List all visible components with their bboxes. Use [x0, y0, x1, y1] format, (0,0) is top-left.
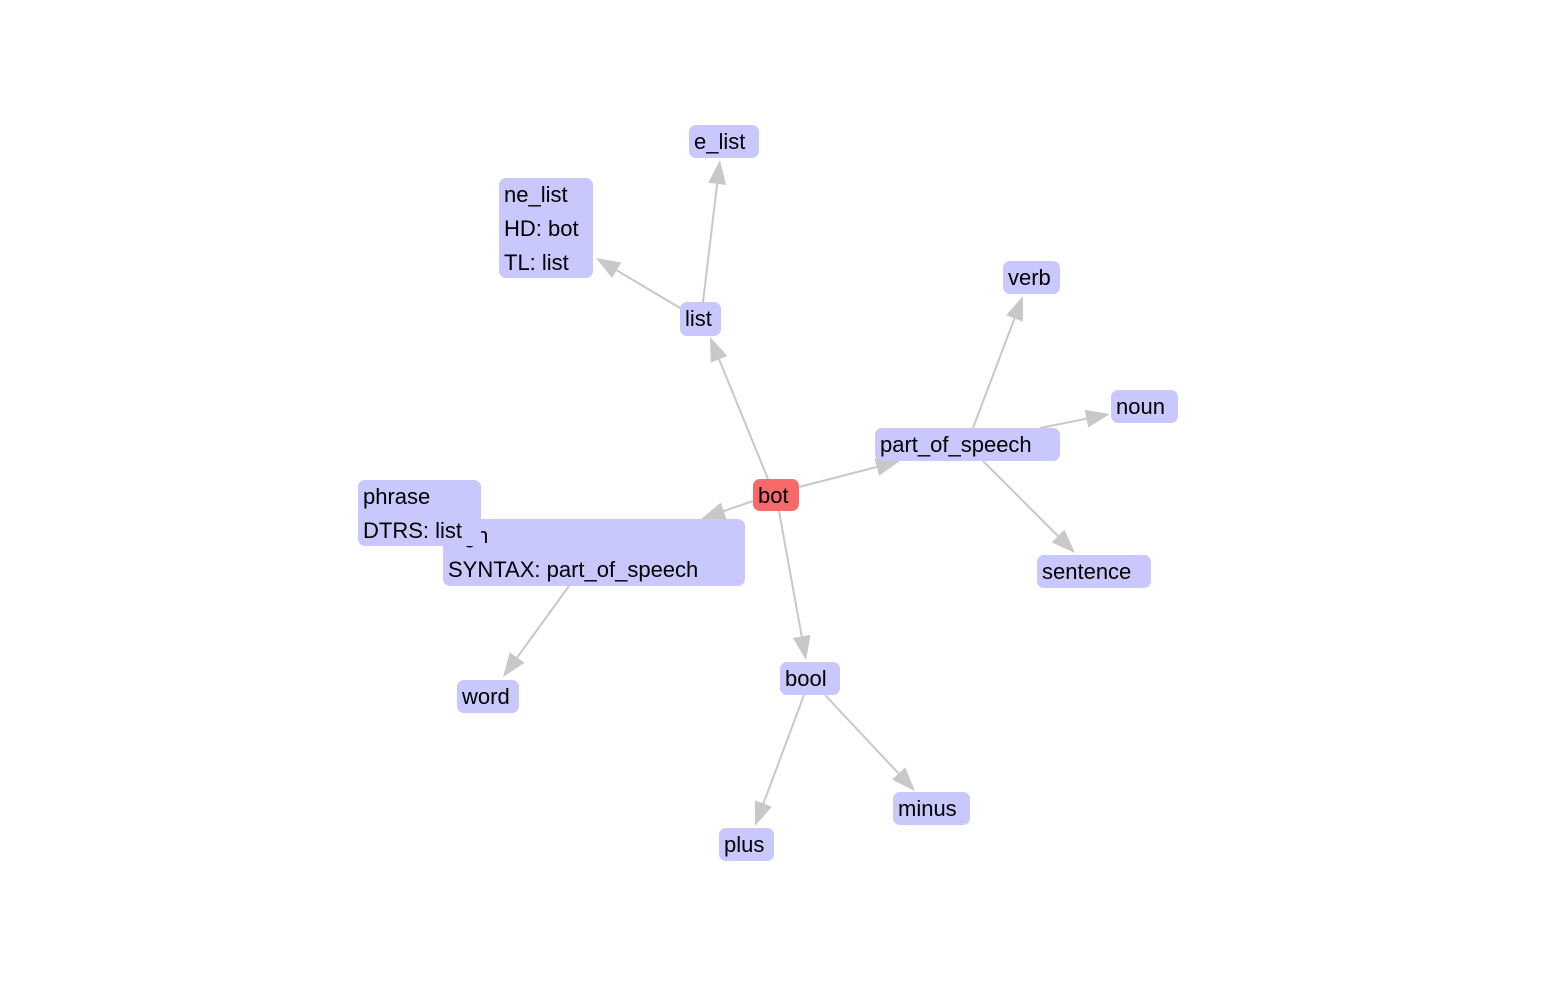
node-feature-label: HD: bot: [504, 216, 579, 241]
node-word[interactable]: word: [457, 680, 519, 713]
node-minus[interactable]: minus: [893, 792, 970, 825]
arrowhead-part_of_speech-to-sentence: [1051, 529, 1075, 553]
node-feature-label: DTRS: list: [363, 518, 462, 543]
node-type-label: sign: [448, 519, 740, 553]
node-type-label: ne_list: [504, 182, 568, 207]
arrowhead-part_of_speech-to-noun: [1084, 409, 1110, 428]
node-bool[interactable]: bool: [780, 662, 840, 695]
arrowhead-list-to-ne_list: [596, 258, 622, 279]
node-verb[interactable]: verb: [1003, 261, 1060, 294]
node-type-label: list: [685, 306, 712, 331]
arrowhead-list-to-e_list: [708, 160, 727, 185]
arrowhead-bot-to-part_of_speech: [874, 458, 900, 476]
node-list[interactable]: list: [680, 302, 721, 336]
node-plus[interactable]: plus: [719, 828, 774, 861]
node-type-label: minus: [898, 796, 957, 821]
node-part-of-speech[interactable]: part_of_speech: [875, 428, 1060, 461]
node-type-label: bool: [785, 666, 827, 691]
arrowhead-bool-to-minus: [892, 767, 915, 791]
edge-part_of_speech-to-noun: [1039, 417, 1087, 429]
node-type-label: plus: [724, 832, 765, 857]
node-type-label: word: [462, 684, 510, 709]
node-type-label: sentence: [1042, 559, 1132, 584]
arrowhead-bool-to-plus: [754, 800, 772, 826]
node-feature-label: SYNTAX: part_of_speech: [448, 557, 699, 582]
node-bot[interactable]: bot: [753, 479, 799, 511]
node-type-label: noun: [1116, 394, 1165, 419]
edge-bool-to-plus: [762, 694, 805, 804]
node-sentence[interactable]: sentence: [1037, 555, 1151, 588]
edge-bool-to-minus: [824, 694, 900, 775]
edge-bot-to-list: [718, 358, 769, 480]
edge-list-to-e_list: [702, 183, 719, 303]
node-sign[interactable]: signSYNTAX: part_of_speech: [443, 519, 745, 586]
edge-part_of_speech-to-verb: [972, 318, 1016, 429]
edge-bot-to-part_of_speech: [798, 466, 878, 488]
node-noun[interactable]: noun: [1111, 390, 1178, 423]
arrowhead-bot-to-sign: [701, 502, 727, 520]
edge-sign-to-word: [516, 585, 570, 659]
arrowhead-part_of_speech-to-verb: [1006, 296, 1023, 322]
node-e-list[interactable]: e_list: [689, 125, 759, 158]
arrowhead-bot-to-bool: [792, 634, 811, 660]
node-feature-label: TL: list: [504, 250, 569, 275]
edge-bot-to-sign: [723, 500, 754, 513]
node-type-label: part_of_speech: [880, 432, 1032, 457]
node-type-label: verb: [1008, 265, 1051, 290]
edges-layer: [503, 160, 1110, 826]
edge-list-to-ne_list: [616, 269, 681, 309]
node-type-label: phrase: [363, 484, 431, 509]
node-type-label: e_list: [694, 129, 746, 154]
node-type-label: bot: [758, 483, 789, 508]
arrowhead-sign-to-word: [503, 652, 525, 677]
arrowhead-bot-to-list: [710, 337, 728, 363]
edge-bot-to-bool: [778, 510, 803, 637]
edge-part_of_speech-to-sentence: [982, 460, 1059, 537]
